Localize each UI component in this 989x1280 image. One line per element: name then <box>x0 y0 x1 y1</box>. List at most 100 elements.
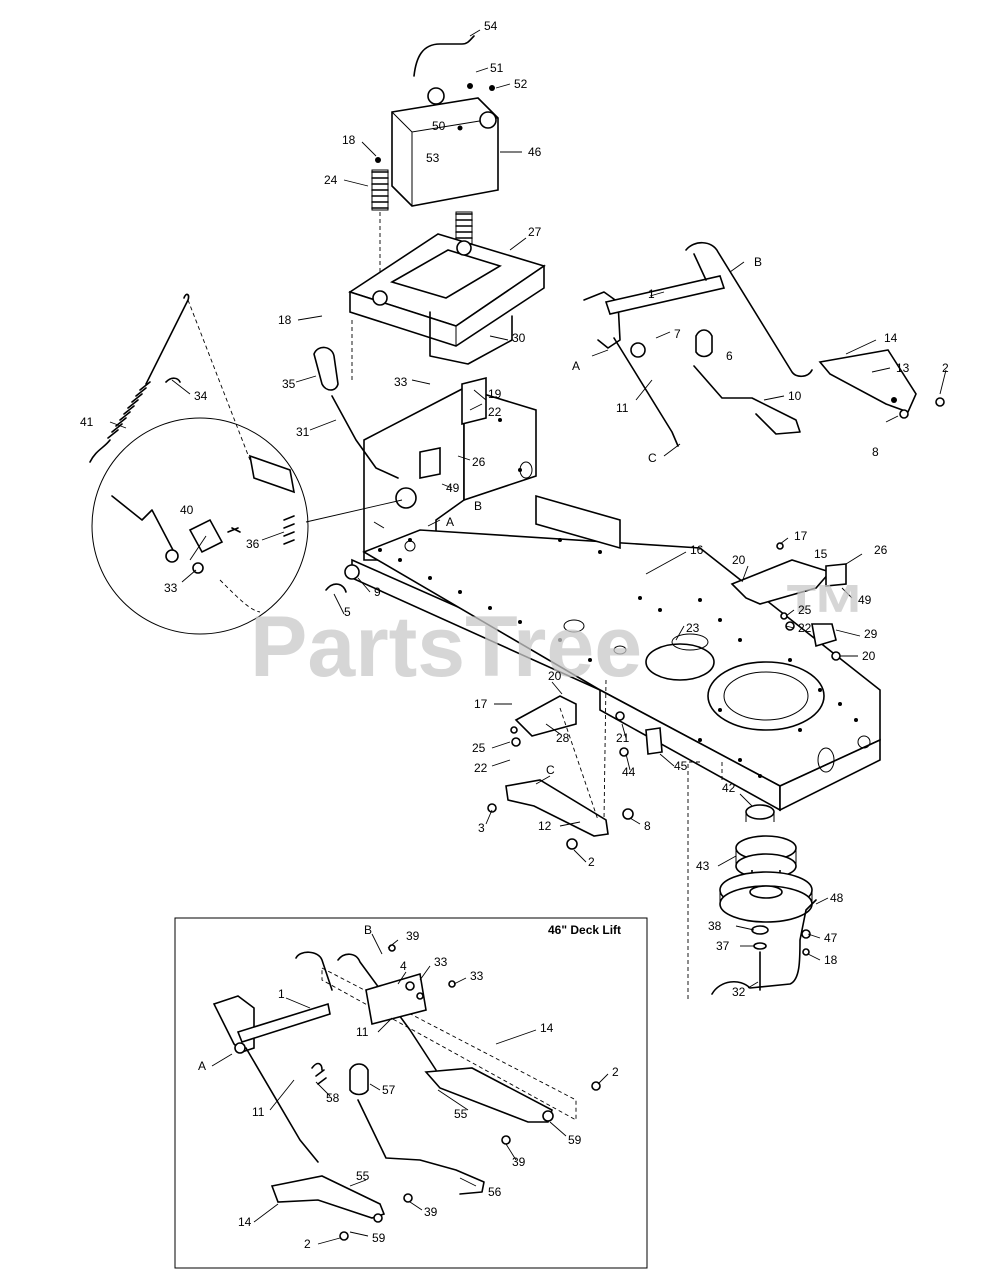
callout-41: 41 <box>80 415 94 429</box>
callout-39: 39 <box>406 929 420 943</box>
callout-1: 1 <box>278 987 285 1001</box>
bracket-29[interactable] <box>811 623 837 648</box>
lift-shaft-1[interactable] <box>604 275 726 315</box>
battery-spring-left[interactable] <box>371 169 389 211</box>
battery-terminal-negative[interactable] <box>427 87 445 105</box>
callout-10: 10 <box>788 389 802 403</box>
pulley-assembly[interactable] <box>687 761 817 1000</box>
bracket-28[interactable] <box>514 695 577 737</box>
callout-17: 17 <box>794 529 808 543</box>
callout-56: 56 <box>488 1185 502 1199</box>
knob-57[interactable] <box>349 1063 369 1096</box>
callout-51: 51 <box>490 61 504 75</box>
right-brackets <box>730 542 847 661</box>
callout-B: B <box>754 255 762 269</box>
callout-43: 43 <box>696 859 710 873</box>
callout-15: 15 <box>814 547 828 561</box>
callout-A: A <box>198 1059 206 1073</box>
callout-2: 2 <box>612 1065 619 1079</box>
inset-shaft-1[interactable] <box>236 1002 331 1043</box>
callout-4: 4 <box>400 959 407 973</box>
inset-title: 46" Deck Lift <box>548 923 621 937</box>
callout-20: 20 <box>548 669 562 683</box>
callout-14: 14 <box>238 1215 252 1229</box>
callout-22: 22 <box>474 761 488 775</box>
lift-spring-cable[interactable] <box>89 293 251 463</box>
callout-2: 2 <box>942 361 949 375</box>
watermark-tm: ™ <box>782 567 868 663</box>
callout-40: 40 <box>180 503 194 517</box>
bushing-7[interactable] <box>630 342 646 358</box>
washer-9[interactable] <box>344 564 360 580</box>
callout-45: 45 <box>674 759 688 773</box>
battery-cable[interactable] <box>413 35 475 77</box>
callout-31: 31 <box>296 425 310 439</box>
callout-54: 54 <box>484 19 498 33</box>
inset-arm-55[interactable] <box>424 1067 553 1123</box>
battery[interactable] <box>391 97 499 207</box>
callout-28: 28 <box>556 731 570 745</box>
bearing-42[interactable] <box>745 804 775 820</box>
callout-24: 24 <box>324 173 338 187</box>
callout-11: 11 <box>356 1025 369 1039</box>
callout-12: 12 <box>538 819 552 833</box>
callout-33: 33 <box>164 581 178 595</box>
callout-52: 52 <box>514 77 528 91</box>
callout-B: B <box>474 499 482 513</box>
lift-link-12[interactable] <box>505 779 609 837</box>
washer-38[interactable] <box>751 925 769 935</box>
callout-25: 25 <box>472 741 486 755</box>
bracket-19[interactable] <box>461 376 487 426</box>
callout-17: 17 <box>474 697 488 711</box>
callout-55: 55 <box>356 1169 370 1183</box>
callout-25: 25 <box>798 603 812 617</box>
callout-26: 26 <box>874 543 888 557</box>
leader-lines <box>109 29 947 1245</box>
frame-brackets <box>325 376 487 593</box>
callout-20: 20 <box>732 553 746 567</box>
callout-49: 49 <box>858 593 872 607</box>
bracket-45[interactable] <box>645 727 663 755</box>
callout-A: A <box>446 515 454 529</box>
detail-circle <box>91 417 403 635</box>
bushing-9[interactable] <box>395 487 417 509</box>
callout-C: C <box>546 763 555 777</box>
callout-3: 3 <box>478 821 485 835</box>
callout-44: 44 <box>622 765 636 779</box>
lift-handle[interactable] <box>313 346 399 479</box>
callout-33: 33 <box>394 375 408 389</box>
watermark: PartsTree <box>250 599 642 695</box>
washer-37[interactable] <box>753 942 767 950</box>
clip-49[interactable] <box>825 563 847 587</box>
callout-13: 13 <box>896 361 910 375</box>
bracket-15[interactable] <box>730 559 832 605</box>
battery-tray[interactable] <box>348 233 546 380</box>
callout-14: 14 <box>884 331 898 345</box>
callout-58: 58 <box>326 1091 340 1105</box>
callout-48: 48 <box>830 891 844 905</box>
callout-11: 11 <box>252 1105 265 1119</box>
callout-53: 53 <box>426 151 440 165</box>
callout-57: 57 <box>382 1083 396 1097</box>
callout-34: 34 <box>194 389 208 403</box>
pin-5[interactable] <box>325 583 347 593</box>
callout-55: 55 <box>454 1107 468 1121</box>
callout-20: 20 <box>862 649 876 663</box>
handle-grip[interactable] <box>313 346 339 391</box>
battery-terminal-positive[interactable] <box>479 111 497 129</box>
callout-9: 9 <box>374 585 381 599</box>
callout-16: 16 <box>690 543 704 557</box>
bracket-26[interactable] <box>419 447 441 479</box>
lift-linkage[interactable] <box>583 241 945 447</box>
callout-B: B <box>364 923 372 937</box>
knob-6[interactable] <box>695 329 713 358</box>
callout-26: 26 <box>472 455 486 469</box>
deck-lift-inset <box>174 917 648 1269</box>
lower-bracket-link <box>487 679 663 850</box>
callout-39: 39 <box>512 1155 526 1169</box>
callout-27: 27 <box>528 225 542 239</box>
lift-arm-13[interactable] <box>818 349 917 414</box>
callout-19: 19 <box>488 387 502 401</box>
callout-8: 8 <box>872 445 879 459</box>
